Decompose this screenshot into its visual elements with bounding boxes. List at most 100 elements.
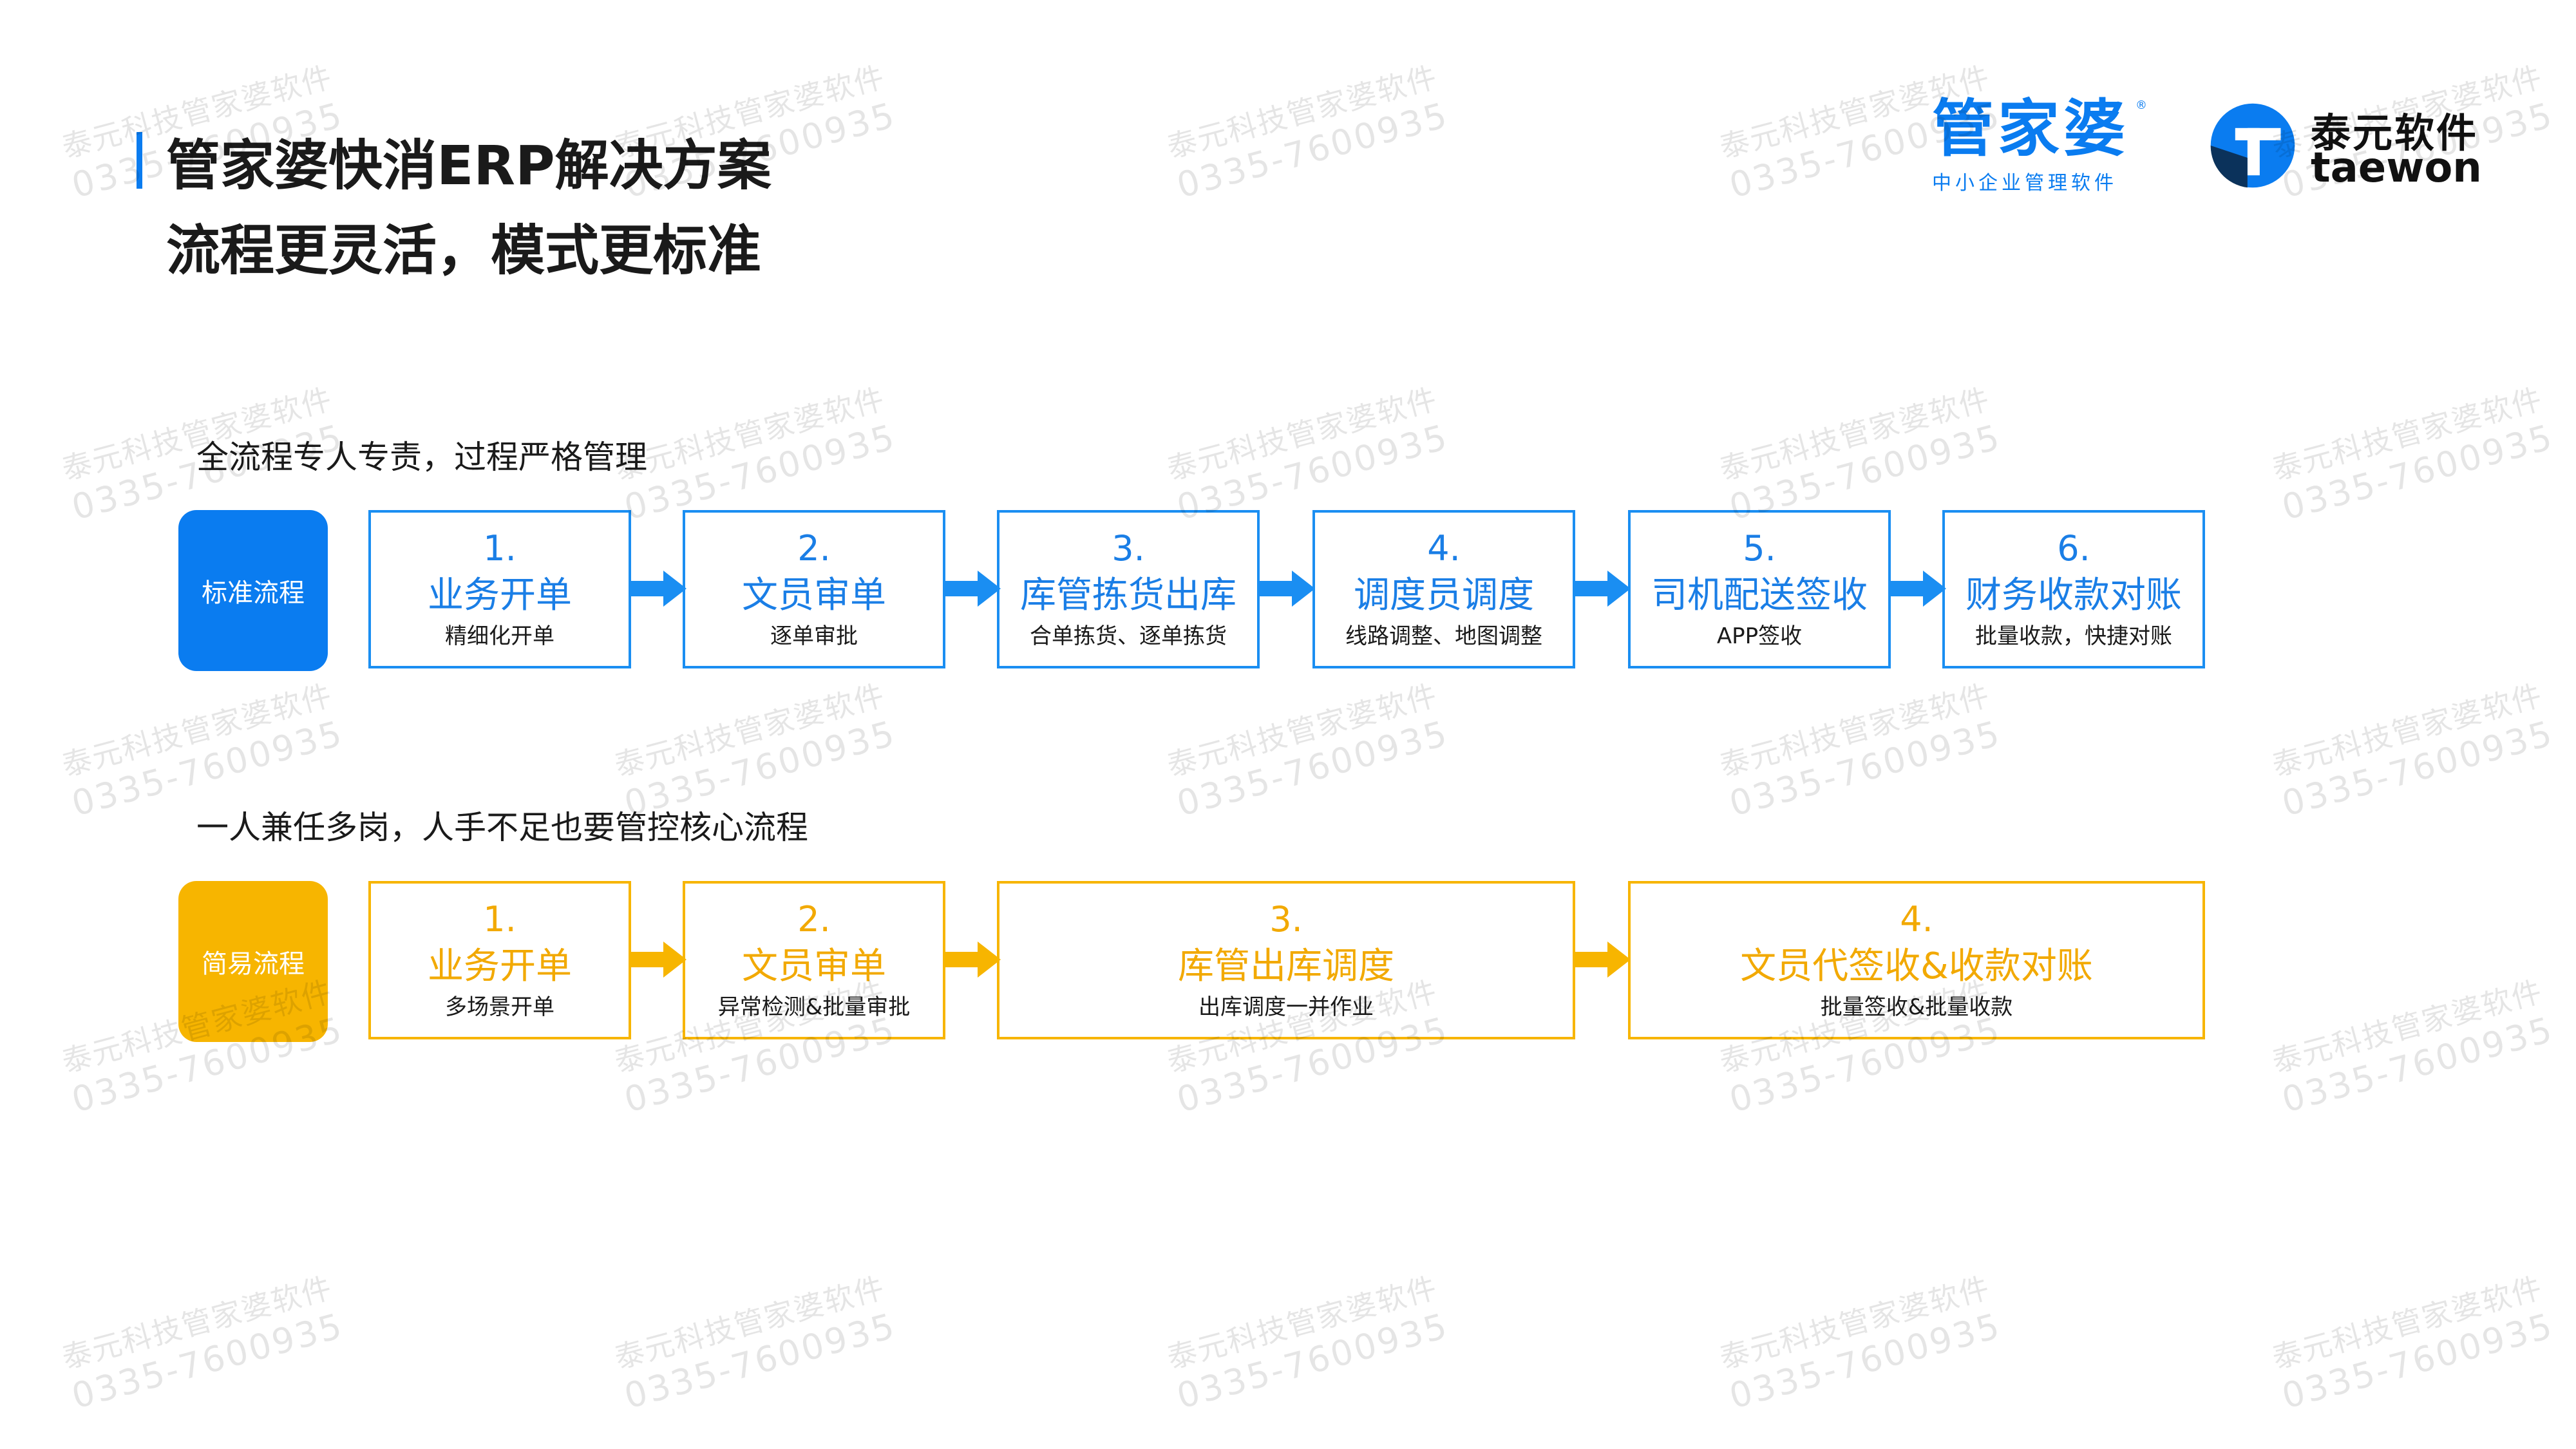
- guanjiapo-logo-name: 管家婆: [1932, 93, 2129, 165]
- step-subtitle: 批量收款，快捷对账: [1975, 623, 2172, 649]
- watermark-line-1: 泰元科技管家婆软件: [1163, 381, 1441, 487]
- watermark-line-2: 0335-7600935: [1172, 712, 1453, 824]
- standard-step-5: 5. 司机配送签收 APP签收: [1628, 510, 1891, 668]
- taewon-logo-icon: [2210, 103, 2295, 188]
- step-number: 6.: [2057, 528, 2090, 569]
- arrow-right-icon: [1574, 942, 1631, 978]
- step-subtitle: 精细化开单: [445, 623, 554, 649]
- arrow-right-icon: [944, 942, 1001, 978]
- watermark-line-2: 0335-7600935: [620, 1305, 900, 1417]
- step-number: 2.: [797, 899, 831, 940]
- step-title: 业务开单: [428, 945, 572, 987]
- page-subtitle: 流程更灵活，模式更标准: [166, 219, 762, 282]
- step-title: 文员代签收&收款对账: [1740, 945, 2093, 987]
- arrow-right-icon: [630, 571, 687, 607]
- taewon-logo-en: taewon: [2311, 144, 2482, 192]
- step-subtitle: 异常检测&批量审批: [717, 994, 911, 1020]
- standard-step-1: 1. 业务开单 精细化开单: [368, 510, 631, 668]
- watermark-line-1: 泰元科技管家婆软件: [1163, 677, 1441, 783]
- simple-step-4: 4. 文员代签收&收款对账 批量签收&批量收款: [1628, 881, 2205, 1039]
- step-subtitle: 批量签收&批量收款: [1820, 994, 2013, 1020]
- step-title: 文员审单: [742, 945, 886, 987]
- step-number: 1.: [483, 899, 516, 940]
- standard-process-heading: 全流程专人专责，过程严格管理: [196, 439, 647, 476]
- watermark-line-2: 0335-7600935: [1172, 94, 1453, 206]
- watermark-line-1: 泰元科技管家婆软件: [2268, 1269, 2546, 1376]
- step-title: 文员审单: [742, 574, 886, 616]
- watermark-line-2: 0335-7600935: [67, 1305, 348, 1417]
- watermark-line-2: 0335-7600935: [2277, 416, 2558, 528]
- step-title: 库管拣货出库: [1020, 574, 1236, 616]
- arrow-right-icon: [1889, 571, 1946, 607]
- step-subtitle: APP签收: [1716, 623, 1803, 649]
- watermark-line-2: 0335-7600935: [2277, 1305, 2558, 1417]
- standard-step-6: 6. 财务收款对账 批量收款，快捷对账: [1942, 510, 2205, 668]
- step-number: 5.: [1743, 528, 1776, 569]
- step-number: 3.: [1269, 899, 1303, 940]
- step-title: 财务收款对账: [1965, 574, 2182, 616]
- step-title: 库管出库调度: [1178, 945, 1394, 987]
- watermark-line-1: 泰元科技管家婆软件: [1163, 1269, 1441, 1376]
- guanjiapo-logo: 管家婆 ® 中小企业管理软件: [1932, 93, 2151, 195]
- step-subtitle: 合单拣货、逐单拣货: [1030, 623, 1227, 649]
- simple-process-heading: 一人兼任多岗，人手不足也要管控核心流程: [196, 809, 808, 846]
- watermark-line-2: 0335-7600935: [2277, 1009, 2558, 1121]
- watermark-line-2: 0335-7600935: [1172, 1305, 1453, 1417]
- step-number: 4.: [1900, 899, 1933, 940]
- watermark-line-1: 泰元科技管家婆软件: [2268, 677, 2546, 783]
- simple-step-1: 1. 业务开单 多场景开单: [368, 881, 631, 1039]
- simple-step-2: 2. 文员审单 异常检测&批量审批: [683, 881, 945, 1039]
- step-subtitle: 线路调整、地图调整: [1345, 623, 1542, 649]
- watermark-line-2: 0335-7600935: [1725, 1305, 2005, 1417]
- taewon-logo-cn: 泰元软件: [2311, 109, 2479, 156]
- step-subtitle: 逐单审批: [770, 623, 858, 649]
- guanjiapo-logo-subtitle: 中小企业管理软件: [1932, 172, 2117, 194]
- watermark-line-1: 泰元科技管家婆软件: [611, 1269, 889, 1376]
- step-number: 1.: [483, 528, 516, 569]
- watermark-line-2: 0335-7600935: [2277, 712, 2558, 824]
- watermark-line-1: 泰元科技管家婆软件: [1716, 381, 1994, 487]
- watermark-line-1: 泰元科技管家婆软件: [2268, 973, 2546, 1079]
- standard-step-3: 3. 库管拣货出库 合单拣货、逐单拣货: [997, 510, 1260, 668]
- simple-process-badge: 简易流程: [178, 881, 328, 1042]
- step-number: 3.: [1112, 528, 1145, 569]
- standard-step-4: 4. 调度员调度 线路调整、地图调整: [1312, 510, 1575, 668]
- standard-step-2: 2. 文员审单 逐单审批: [683, 510, 945, 668]
- arrow-right-icon: [630, 942, 687, 978]
- step-subtitle: 多场景开单: [445, 994, 554, 1020]
- step-title: 司机配送签收: [1651, 574, 1868, 616]
- watermark-line-1: 泰元科技管家婆软件: [611, 677, 889, 783]
- step-number: 4.: [1427, 528, 1461, 569]
- arrow-right-icon: [944, 571, 1001, 607]
- watermark-line-1: 泰元科技管家婆软件: [1716, 1269, 1994, 1376]
- watermark-line-1: 泰元科技管家婆软件: [1163, 59, 1441, 165]
- standard-process-badge: 标准流程: [178, 510, 328, 671]
- page-title: 管家婆快消ERP解决方案: [166, 134, 772, 197]
- watermark-line-1: 泰元科技管家婆软件: [2268, 381, 2546, 487]
- watermark-line-2: 0335-7600935: [1725, 712, 2005, 824]
- arrow-right-icon: [1574, 571, 1631, 607]
- taewon-logo: 泰元软件 taewon: [2209, 97, 2482, 193]
- registered-mark: ®: [2136, 99, 2147, 112]
- simple-step-3: 3. 库管出库调度 出库调度一并作业: [997, 881, 1575, 1039]
- arrow-right-icon: [1258, 571, 1315, 607]
- title-accent-bar: [137, 132, 142, 189]
- step-title: 调度员调度: [1354, 574, 1534, 616]
- step-title: 业务开单: [428, 574, 572, 616]
- step-subtitle: 出库调度一并作业: [1198, 994, 1374, 1020]
- watermark-line-1: 泰元科技管家婆软件: [58, 677, 336, 783]
- watermark-line-1: 泰元科技管家婆软件: [58, 1269, 336, 1376]
